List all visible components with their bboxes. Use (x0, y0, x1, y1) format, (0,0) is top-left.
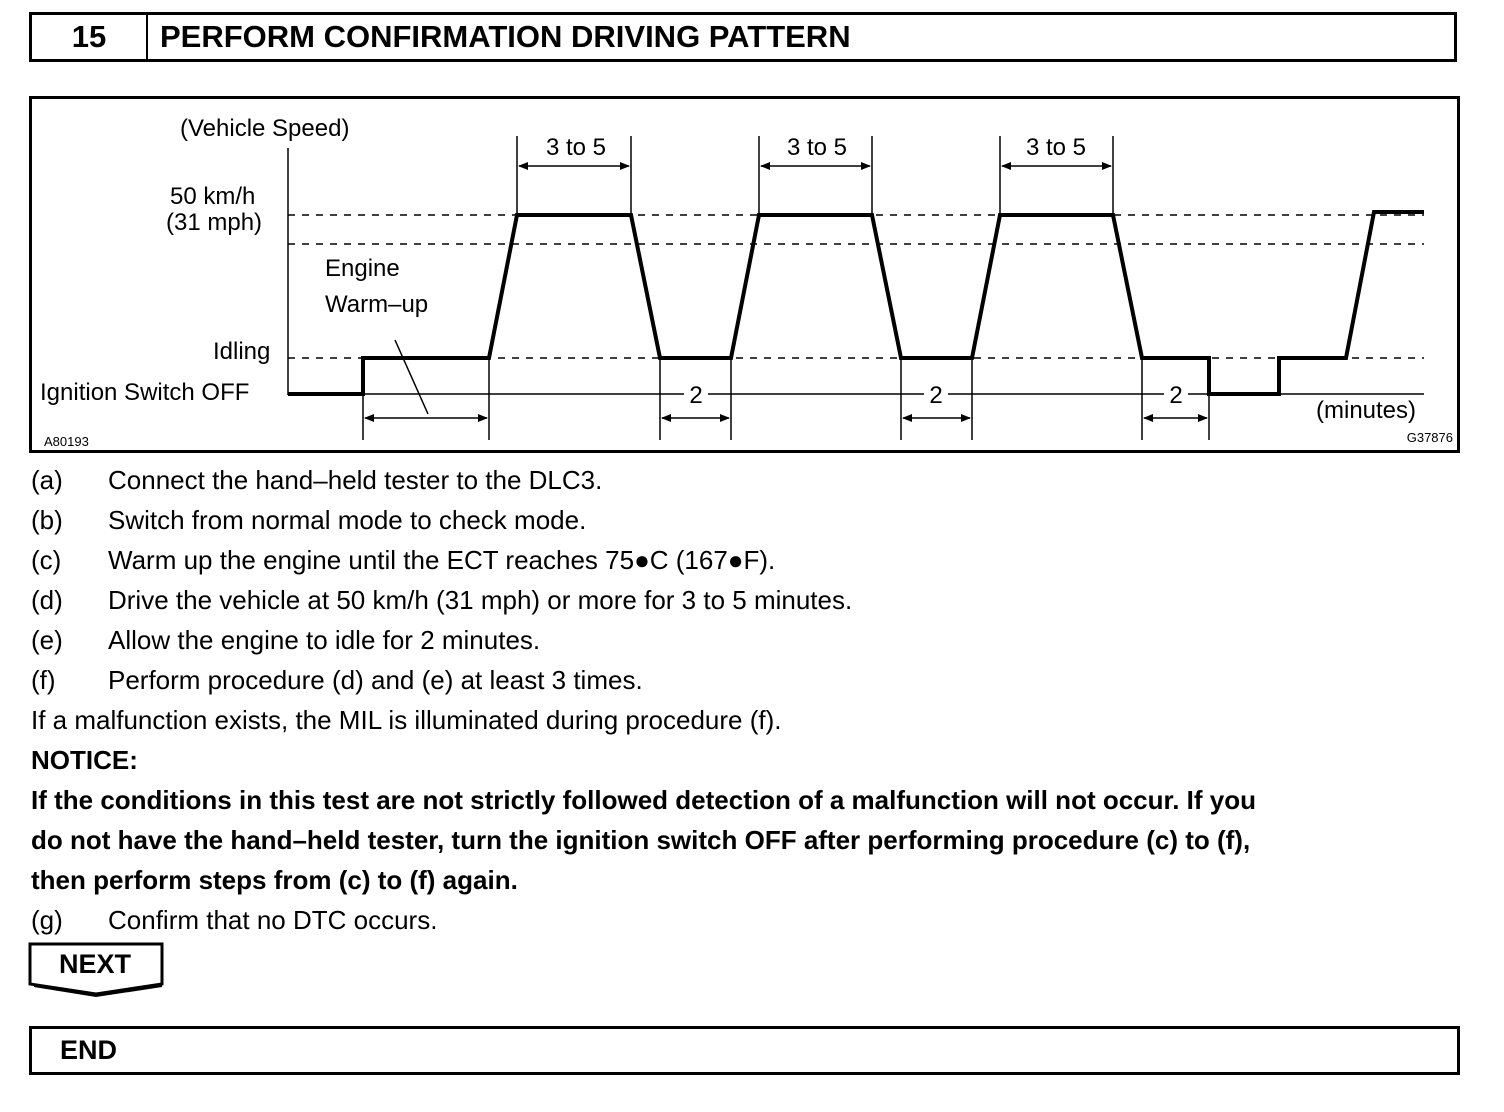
label-warmup-line2: Warm–up (325, 291, 428, 318)
cruise-label-2: 3 to 5 (787, 134, 847, 161)
notice-line-1: If the conditions in this test are not s… (31, 785, 1256, 815)
notice-line-2: do not have the hand–held tester, turn t… (31, 825, 1251, 855)
driving-pattern-figure: (Vehicle Speed) 50 km/h (31 mph) Engine … (29, 96, 1460, 453)
y-axis-label: (Vehicle Speed) (180, 115, 349, 142)
figure-code-right: G37876 (1407, 430, 1453, 445)
cruise-label-1: 3 to 5 (546, 134, 606, 161)
label-50kmh: 50 km/h (170, 183, 255, 210)
step-g: (g)Confirm that no DTC occurs. (31, 905, 438, 935)
step-b: (b)Switch from normal mode to check mode… (31, 505, 587, 535)
idle-label-1: 2 (689, 382, 702, 409)
next-label: NEXT (58, 949, 131, 979)
notice-title: NOTICE: (31, 745, 138, 775)
step-e: (e)Allow the engine to idle for 2 minute… (31, 625, 541, 655)
end-box: END (29, 1026, 1460, 1075)
step-a: (a)Connect the hand–held tester to the D… (31, 465, 603, 495)
x-axis-label: (minutes) (1316, 397, 1416, 424)
step-d: (d)Drive the vehicle at 50 km/h (31 mph)… (31, 585, 853, 615)
next-arrow-icon (28, 942, 164, 998)
procedure-steps: (a)Connect the hand–held tester to the D… (31, 460, 1471, 940)
label-31mph: (31 mph) (166, 209, 262, 236)
idle-label-3: 2 (1169, 382, 1182, 409)
notice-line-3: then perform steps from (c) to (f) again… (31, 865, 518, 895)
end-label: END (60, 1035, 118, 1065)
warmup-leader (394, 339, 429, 415)
speed-trace (288, 210, 1424, 396)
cruise-label-3: 3 to 5 (1026, 134, 1086, 161)
label-idling: Idling (213, 338, 270, 365)
step-title: PERFORM CONFIRMATION DRIVING PATTERN (160, 19, 851, 54)
label-warmup-line1: Engine (325, 255, 400, 282)
next-button[interactable]: NEXT (28, 942, 166, 998)
step-f: (f)Perform procedure (d) and (e) at leas… (31, 665, 643, 695)
idle-label-2: 2 (929, 382, 942, 409)
step-c: (c)Warm up the engine until the ECT reac… (31, 545, 776, 575)
step-header: 15 PERFORM CONFIRMATION DRIVING PATTERN (29, 12, 1457, 62)
label-ignition-off: Ignition Switch OFF (40, 379, 249, 406)
step-number: 15 (32, 15, 148, 59)
driving-pattern-chart: (Vehicle Speed) 50 km/h (31 mph) Engine … (40, 115, 1453, 449)
figure-code-left: A80193 (44, 434, 89, 449)
duration-ticks (362, 136, 1210, 440)
malfunction-note: If a malfunction exists, the MIL is illu… (31, 705, 782, 735)
